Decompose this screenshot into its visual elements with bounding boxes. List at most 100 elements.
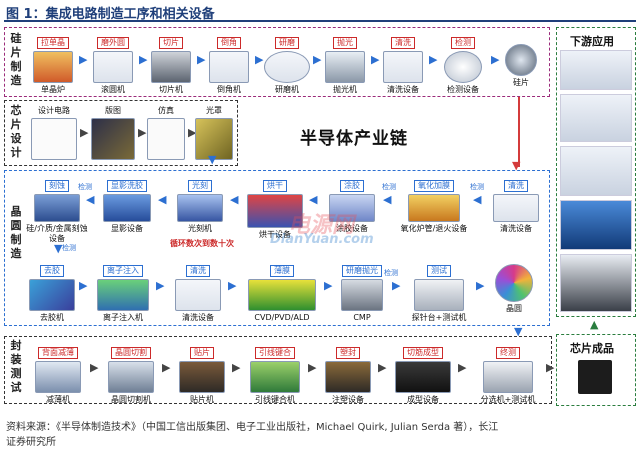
- equipment-caption: 涂胶设备: [336, 224, 368, 233]
- step-crystal-pulling: 拉单晶 单晶炉: [28, 30, 78, 95]
- figure-title: 图 1：集成电路制造工序和相关设备: [6, 7, 215, 22]
- detect-label: 检测: [384, 269, 398, 277]
- lapping-machine-image: [264, 51, 310, 83]
- output-wafer: 晶圆: [492, 262, 536, 314]
- arrow-right-icon: ▶: [313, 53, 322, 66]
- output-silicon-wafer: 硅片: [498, 30, 544, 88]
- coating-equipment-image: [329, 194, 375, 222]
- step-trim-form: 切筋成型 成型设备: [388, 340, 458, 405]
- chip-package-icon: [578, 360, 612, 394]
- source-line-2: 证券研究所: [6, 437, 56, 448]
- arrow-right-icon: ▶: [392, 279, 401, 292]
- cleaning-equipment-image: [175, 279, 221, 311]
- inspection-equipment-image: [444, 51, 482, 83]
- step-tag: 显影洗胶: [107, 180, 147, 192]
- step-tag: 去胶: [40, 265, 64, 277]
- step-tag: 烘干: [263, 180, 287, 192]
- section-label-wafer-making: 硅片制造: [10, 32, 22, 87]
- equipment-caption: 清洗设备: [182, 313, 214, 322]
- equipment-caption: 滚圆机: [101, 85, 125, 94]
- step-tag: 检测: [451, 37, 475, 49]
- step-tag: 刻蚀: [45, 180, 69, 192]
- slicing-machine-image: [151, 51, 191, 83]
- wafer-image: [495, 264, 533, 302]
- section-wafer-making: [4, 27, 550, 97]
- step-resist-strip: 去胶 去胶机: [26, 258, 78, 323]
- arrow-right-icon: ▶: [79, 279, 88, 292]
- section-downstream: [556, 27, 636, 317]
- step-tag: 涂胶: [340, 180, 364, 192]
- step-tag: 研磨: [275, 37, 299, 49]
- equipment-caption: CMP: [353, 313, 371, 322]
- cleaning-equipment-image: [383, 51, 423, 83]
- equipment-caption: 烘干设备: [259, 230, 291, 239]
- arrow-down-icon: ▼: [512, 159, 521, 172]
- oxidation-furnace-image: [408, 194, 460, 222]
- equipment-caption: 硅片: [513, 78, 529, 87]
- design-simulation: 仿真: [146, 104, 186, 160]
- arrow-left-icon: ◀: [309, 193, 318, 206]
- step-thin-film: 薄膜 CVD/PVD/ALD: [242, 258, 322, 323]
- equipment-caption: 光刻机: [188, 224, 212, 233]
- design-step-label: 版图: [105, 106, 121, 115]
- step-cleaning-2: 清洗 清洗设备: [170, 258, 226, 323]
- equipment-caption: 离子注入机: [103, 313, 143, 322]
- dicing-saw-image: [108, 361, 154, 393]
- step-tag: 背面减薄: [38, 347, 78, 359]
- thinning-machine-image: [35, 361, 81, 393]
- step-tag: 贴片: [190, 347, 214, 359]
- detect-label: 检测: [470, 183, 484, 191]
- arrow-right-icon: ▶: [162, 361, 171, 374]
- source-note: 资料来源：《半导体制造技术》（中国工信出版集团、电子工业出版社，Michael …: [6, 420, 636, 450]
- design-step-label: 光罩: [206, 106, 222, 115]
- step-wire-bond: 引线键合 引线键合机: [242, 340, 308, 405]
- arrow-right-icon: ▶: [139, 53, 148, 66]
- step-wafer-test: 测试 探针台+测试机: [404, 258, 474, 323]
- step-coating: 涂胶 涂胶设备: [322, 173, 382, 234]
- step-tag: 光刻: [188, 180, 212, 192]
- chip-product-title: 芯片成品: [570, 342, 614, 355]
- step-die-attach: 贴片 贴片机: [172, 340, 232, 405]
- baking-equipment-image: [247, 194, 303, 228]
- downstream-title: 下游应用: [570, 35, 614, 48]
- equipment-caption: 引线键合机: [255, 395, 295, 404]
- layout-image: [91, 118, 135, 160]
- arrow-right-icon: ▶: [371, 53, 380, 66]
- equipment-caption: 研磨机: [275, 85, 299, 94]
- step-backgrind: 背面减薄 减薄机: [26, 340, 90, 405]
- step-tag: 抛光: [333, 37, 357, 49]
- equipment-caption: 显影设备: [111, 224, 143, 233]
- arrow-down-icon: ▼: [514, 325, 523, 338]
- detect-label: 检测: [62, 244, 76, 252]
- simulation-waveform-image: [147, 118, 185, 160]
- step-tag: 氧化加膜: [414, 180, 454, 192]
- circuit-schematic-image: [31, 118, 77, 160]
- step-tag: 终测: [496, 347, 520, 359]
- step-tag: 离子注入: [103, 265, 143, 277]
- arrow-right-icon: ▶: [80, 126, 89, 139]
- step-chamfering: 倒角 倒角机: [204, 30, 254, 95]
- step-baking: 烘干 烘干设备: [244, 173, 306, 240]
- step-tag: 磨外圆: [97, 37, 129, 49]
- photomask-image: [195, 118, 233, 160]
- step-tag: 塑封: [336, 347, 360, 359]
- step-oxidation: 氧化加膜 氧化炉管/退火设备: [396, 173, 472, 234]
- crystal-furnace-image: [33, 51, 73, 83]
- arrow-right-icon: ▶: [429, 53, 438, 66]
- section-label-chip-design: 芯片设计: [10, 104, 22, 159]
- equipment-caption: 清洗设备: [387, 85, 419, 94]
- security-cameras-image: [560, 50, 632, 90]
- arrow-left-icon: ◀: [158, 193, 167, 206]
- arrow-down-icon: ▼: [54, 242, 63, 255]
- equipment-caption: 去胶机: [40, 313, 64, 322]
- step-tag: 拉单晶: [37, 37, 69, 49]
- arrow-left-icon: ◀: [230, 193, 239, 206]
- arrow-right-icon: ▶: [156, 279, 165, 292]
- arrow-right-icon: ▶: [79, 53, 88, 66]
- step-tag: 清洗: [504, 180, 528, 192]
- robot-image: [560, 146, 632, 196]
- step-tag: 晶圆切割: [111, 347, 151, 359]
- arrow-right-icon: ▶: [308, 361, 317, 374]
- arrow-right-icon: ▶: [232, 361, 241, 374]
- step-etching: 刻蚀 硅/介质/金属刻蚀设备: [26, 173, 88, 244]
